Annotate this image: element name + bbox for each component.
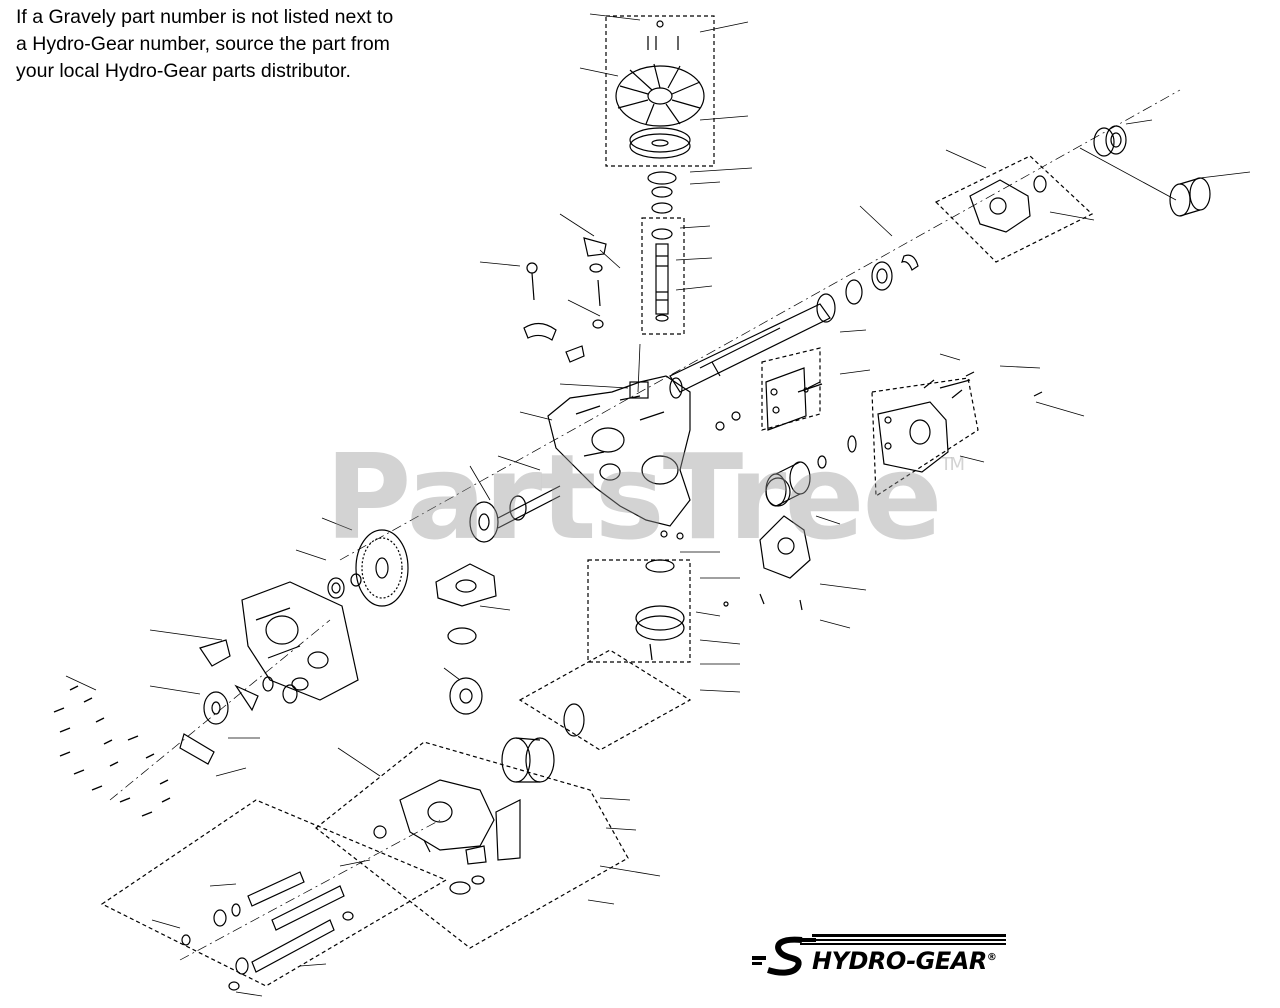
lower-shafts [181, 871, 354, 991]
motor-cylinder [765, 435, 857, 507]
sourcing-note: If a Gravely part number is not listed n… [16, 4, 456, 85]
fan-washer-2 [651, 186, 673, 198]
sourcing-note-line-1: If a Gravely part number is not listed n… [16, 6, 394, 28]
center-section-box [641, 217, 685, 335]
fan-nut [651, 202, 673, 214]
fan-screws [647, 20, 679, 50]
hydro-gear-logo: HYDRO-GEAR® [752, 934, 1012, 980]
logo-registered-mark: ® [986, 952, 997, 963]
pinion-gear [469, 485, 561, 543]
fan-assembly [615, 20, 705, 214]
sourcing-note-line-2: a Hydro-Gear number, source the part fro… [16, 33, 390, 55]
axle-sleeve [1169, 177, 1211, 217]
axle-bearings [816, 254, 919, 323]
logo-wordmark: HYDRO-GEAR [812, 947, 987, 975]
control-arm-parts [523, 237, 607, 363]
end-cover [759, 477, 811, 579]
housing-bolts [53, 685, 171, 817]
centerlines [109, 89, 1181, 961]
axle-cap-assembly [969, 175, 1047, 233]
side-cover [241, 581, 359, 701]
brake-parts [179, 639, 298, 765]
bypass-bracket [765, 367, 823, 431]
bypass-box [761, 347, 821, 431]
charge-pump-box [587, 559, 691, 663]
side-bracket [877, 379, 971, 473]
fan-washer [647, 171, 677, 185]
lower-housing-box [315, 741, 629, 949]
hydro-gear-logo-rules [800, 934, 1006, 945]
lower-housing [373, 779, 521, 895]
pump-cylinder [501, 703, 585, 783]
small-fasteners [660, 371, 1043, 611]
swashplate [435, 563, 497, 715]
lower-shaft-box [100, 799, 448, 987]
bracket-box [871, 377, 979, 498]
wheel-hub-bearing [1093, 125, 1127, 157]
sourcing-note-line-3: your local Hydro-Gear parts distributor. [16, 60, 351, 82]
axle-shaft [669, 303, 831, 399]
hydro-gear-logo-text: HYDRO-GEAR® [812, 947, 997, 975]
leader-lines [65, 13, 1251, 997]
fan-pulley [629, 127, 691, 159]
center-kit-box [518, 649, 692, 751]
main-housing [547, 375, 691, 527]
input-shaft [651, 228, 673, 322]
hydro-gear-logo-mark [752, 936, 816, 976]
group-boxes [100, 15, 1094, 987]
reduction-bearings [327, 573, 362, 599]
charge-pump [635, 559, 685, 661]
upper-right-kit-box [934, 155, 1094, 263]
fan-group-box [605, 15, 715, 167]
cooling-fan [615, 63, 705, 127]
bull-gear [355, 529, 409, 607]
